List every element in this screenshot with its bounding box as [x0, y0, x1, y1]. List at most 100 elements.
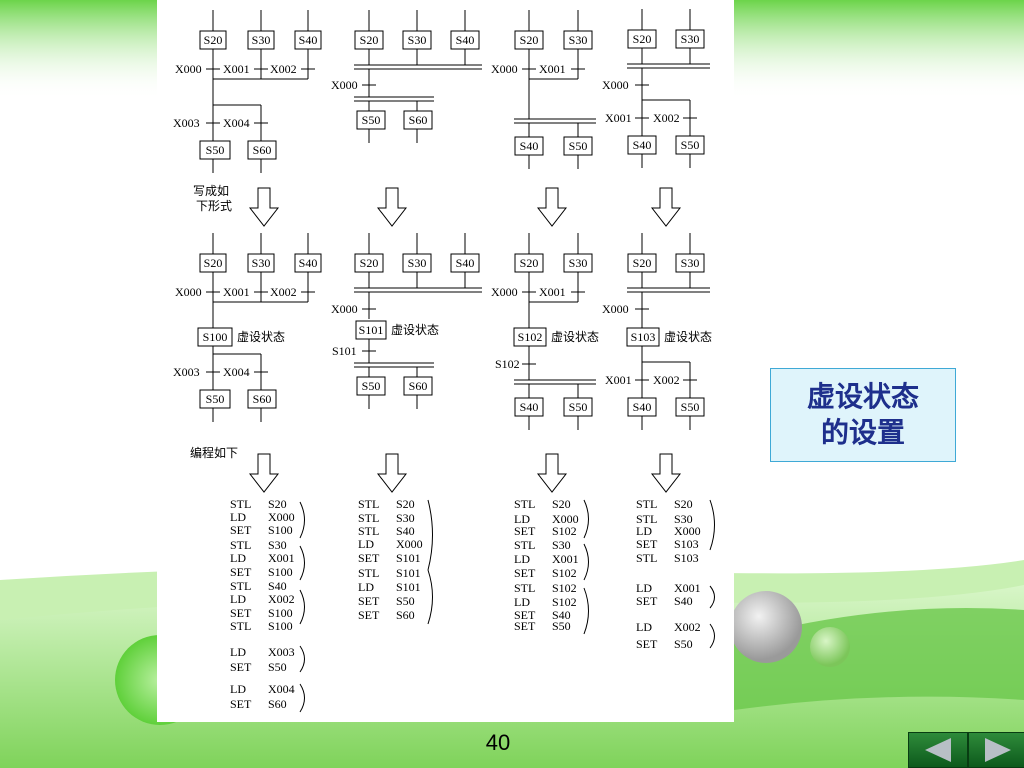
c2-target-1-box [403, 376, 433, 396]
virtual-state-note: 虚设状态 的设置 [770, 368, 956, 462]
prog-2-arg-6: S102 [552, 581, 577, 595]
prog-2-arg-3: S30 [552, 538, 571, 552]
c2-target-1-label: S60 [409, 113, 428, 127]
prog-1-arg-1: S30 [396, 511, 415, 525]
prog-2-arg-4: X001 [552, 552, 579, 566]
prog-1-arg-0: S20 [396, 497, 415, 511]
c2-target-0-label: S50 [362, 113, 381, 127]
program-label: 编程如下 [190, 445, 238, 460]
prog-1-bracket-0 [427, 499, 433, 571]
c1-bcond-1: X004 [223, 116, 250, 130]
prog-0-op-11: SET [230, 660, 252, 674]
c1-cond-0: X000 [175, 285, 202, 299]
prog-0-op-1: LD [230, 510, 246, 524]
prog-3-op-4: STL [636, 551, 657, 565]
write-as-label-1: 写成如 [193, 183, 229, 198]
prog-1-arg-3: X000 [396, 537, 423, 551]
c3-state-1-label: S30 [569, 33, 588, 47]
note-line-1: 虚设状态 [806, 380, 919, 413]
prog-1-op-1: STL [358, 511, 379, 525]
prog-2-arg-1: X000 [552, 512, 579, 526]
c3-cond-0: X000 [491, 285, 518, 299]
c3-cond-1: X001 [539, 62, 566, 76]
c3-state-1-label: S30 [569, 256, 588, 270]
c3-virtual-label: S102 [518, 330, 543, 344]
c1-virtual-box [197, 327, 233, 347]
prog-3-bracket-0 [709, 499, 715, 551]
c1-target-0-label: S50 [206, 143, 225, 157]
prog-1-bracket-1 [427, 569, 433, 625]
prog-0-arg-6: S40 [268, 579, 287, 593]
prog-0-arg-5: S100 [268, 565, 293, 579]
c3-virtual-box [513, 327, 547, 347]
c1-state-0-label: S20 [204, 256, 223, 270]
prog-0-arg-8: S100 [268, 606, 293, 620]
prog-3-op-8: SET [636, 637, 658, 651]
prog-2-op-1: LD [514, 512, 530, 526]
prog-1-arg-6: S101 [396, 580, 421, 594]
c1-bcond-0: X003 [173, 116, 200, 130]
prog-0-op-7: LD [230, 592, 246, 606]
down-arrow-icon-b0 [248, 453, 280, 493]
prog-1-op-4: SET [358, 551, 380, 565]
prog-2-op-9: SET [514, 619, 536, 633]
c4-state-1-label: S30 [681, 256, 700, 270]
previous-slide-button[interactable] [908, 732, 968, 768]
prog-0-op-12: LD [230, 682, 246, 696]
c2-cond: X000 [331, 302, 358, 316]
prog-2-op-3: STL [514, 538, 535, 552]
prog-1-op-3: LD [358, 537, 374, 551]
down-arrow-icon-b3 [650, 453, 682, 493]
prog-1-op-5: STL [358, 566, 379, 580]
c1-cond-2: X002 [270, 285, 297, 299]
prog-1-op-8: SET [358, 608, 380, 622]
c1-target-0-box [199, 140, 231, 160]
c3-state-0-label: S20 [520, 256, 539, 270]
next-slide-button[interactable] [968, 732, 1024, 768]
c1-cond-2: X002 [270, 62, 297, 76]
c1-target-1-box [247, 140, 277, 160]
prog-0-arg-7: X002 [268, 592, 295, 606]
c2-state-0-label: S20 [360, 256, 379, 270]
c3-cond-1: X001 [539, 285, 566, 299]
c1-state-2-label: S40 [299, 33, 318, 47]
prog-0-bracket-0 [299, 501, 305, 539]
down-arrow-icon-1 [376, 187, 408, 227]
prog-2-arg-8: S40 [552, 608, 571, 622]
prog-0-op-10: LD [230, 645, 246, 659]
prog-2-op-0: STL [514, 497, 535, 511]
prog-3-arg-4: S103 [674, 551, 699, 565]
prog-3-arg-7: X002 [674, 620, 701, 634]
prog-3-op-7: LD [636, 620, 652, 634]
c4-target-0-label: S40 [633, 138, 652, 152]
c1-target-1-label: S60 [253, 392, 272, 406]
c3-target-0-label: S40 [520, 139, 539, 153]
prog-0-op-0: STL [230, 497, 251, 511]
c1-state-1-label: S30 [252, 33, 271, 47]
prog-1-arg-8: S60 [396, 608, 415, 622]
c1-state-0-label: S20 [204, 33, 223, 47]
prog-2-arg-5: S102 [552, 566, 577, 580]
c2-state-2-label: S40 [456, 256, 475, 270]
prog-0-op-8: SET [230, 606, 252, 620]
c1-state-1-label: S30 [252, 256, 271, 270]
down-arrow-icon-0 [248, 187, 280, 227]
down-arrow-icon-b2 [536, 453, 568, 493]
prog-0-bracket-4 [299, 683, 305, 713]
prog-0-op-9: STL [230, 619, 251, 633]
prog-0-bracket-2 [299, 589, 305, 625]
prog-1-arg-7: S50 [396, 594, 415, 608]
c1-target-0-label: S50 [206, 392, 225, 406]
c2-state-1-label: S30 [408, 33, 427, 47]
prog-2-arg-7: S102 [552, 595, 577, 609]
c4-target-1-label: S50 [681, 400, 700, 414]
c3-state-0-label: S20 [520, 33, 539, 47]
c1-virtual-label: S100 [203, 330, 228, 344]
prog-0-arg-2: S100 [268, 523, 293, 537]
c4-bcond-1: X002 [653, 373, 680, 387]
down-arrow-icon-2 [536, 187, 568, 227]
prog-3-op-6: SET [636, 594, 658, 608]
c3-target-1-label: S50 [569, 139, 588, 153]
prog-2-arg-0: S20 [552, 497, 571, 511]
